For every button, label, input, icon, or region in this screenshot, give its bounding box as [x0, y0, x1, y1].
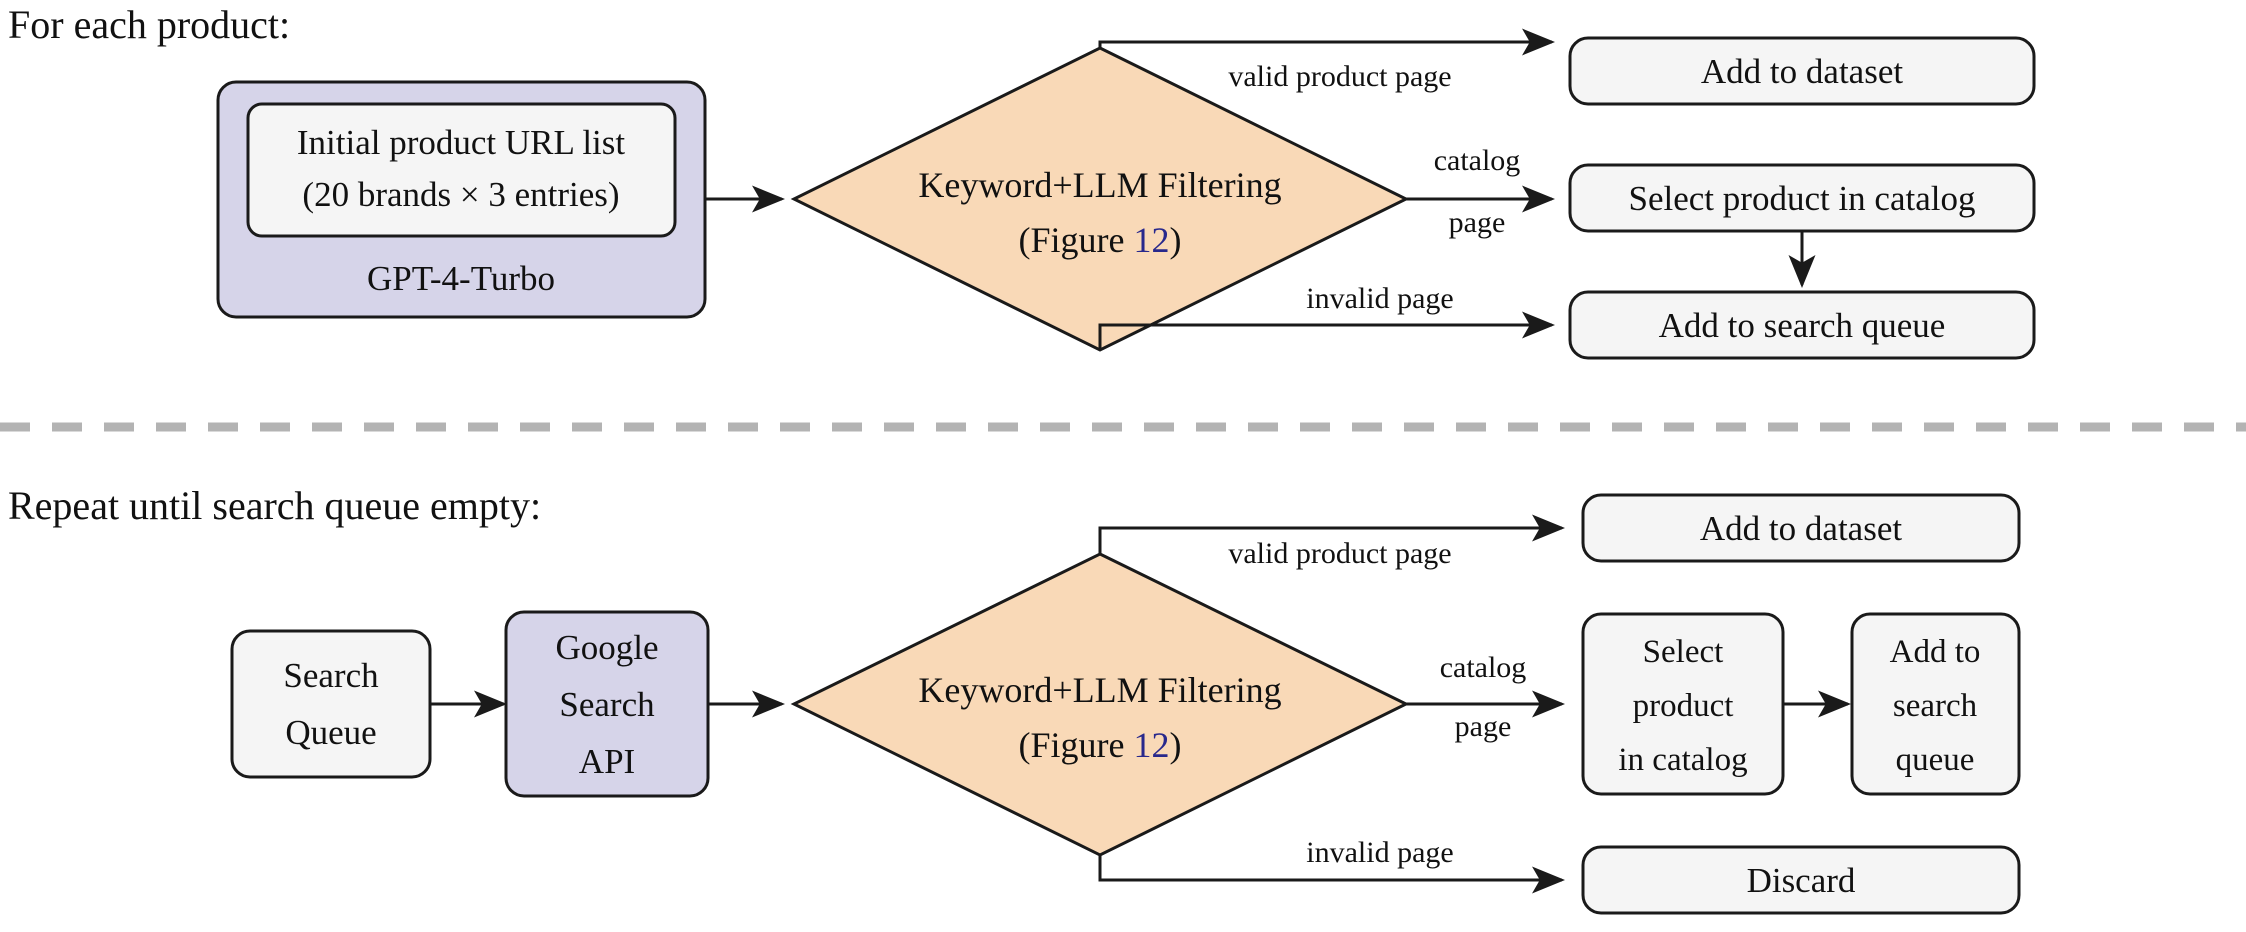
search-queue-line1: Search	[283, 656, 379, 695]
edge-invalid-top	[1098, 311, 1555, 350]
node-discard[interactable]	[1581, 845, 2021, 915]
edge-valid-top	[1098, 28, 1555, 56]
filter-top-line2: (Figure 12)	[1019, 220, 1182, 260]
section-title-bottom: Repeat until search queue empty:	[8, 483, 541, 528]
figure-reference-link-bottom[interactable]: 12	[1133, 725, 1169, 765]
filter-top-line1: Keyword+LLM Filtering	[918, 165, 1281, 205]
discard-label: Discard	[1747, 861, 1856, 900]
node-add-to-dataset-top[interactable]	[1568, 36, 2036, 106]
node-add-to-search-queue-bottom[interactable]	[1850, 612, 2021, 796]
edge-label-invalid-bottom: invalid page	[1306, 836, 1453, 869]
edge-label-invalid-top: invalid page	[1306, 282, 1453, 315]
requeue-bottom-line3: queue	[1896, 742, 1975, 778]
edge-label-valid-bottom: valid product page	[1228, 537, 1451, 570]
node-add-to-dataset-bottom[interactable]	[1581, 493, 2021, 563]
add-to-search-queue-top-label: Add to search queue	[1659, 306, 1946, 345]
edge-label-catalog-top-line2: page	[1449, 206, 1506, 239]
select-product-bottom-line2: product	[1633, 688, 1734, 724]
search-queue-line2: Queue	[285, 713, 376, 752]
edge-valid-bottom	[1098, 514, 1565, 554]
filter-bottom-line2: (Figure 12)	[1019, 725, 1182, 765]
select-product-catalog-top-label: Select product in catalog	[1629, 179, 1976, 218]
edge-invalid-bottom	[1098, 855, 1565, 894]
google-search-api-line1: Google	[555, 628, 658, 667]
requeue-bottom-line2: search	[1893, 688, 1978, 724]
edge-label-valid-top: valid product page	[1228, 60, 1451, 93]
section-title-top: For each product:	[8, 2, 290, 47]
initial-url-list-line2: (20 brands × 3 entries)	[302, 175, 619, 214]
filter-bottom-line1: Keyword+LLM Filtering	[918, 670, 1281, 710]
google-search-api-line2: Search	[559, 685, 655, 724]
requeue-bottom-line1: Add to	[1890, 634, 1981, 670]
edge-label-catalog-top-line1: catalog	[1434, 144, 1521, 177]
node-search-queue[interactable]	[230, 629, 432, 779]
edge-label-catalog-bottom-line1: catalog	[1440, 651, 1527, 684]
select-product-bottom-line1: Select	[1643, 634, 1724, 670]
filter-bottom-figure-suffix: )	[1169, 725, 1181, 765]
select-product-bottom-line3: in catalog	[1618, 742, 1747, 778]
filter-top-figure-suffix: )	[1169, 220, 1181, 260]
node-add-to-search-queue-top[interactable]	[1568, 290, 2036, 360]
figure-reference-link-top[interactable]: 12	[1133, 220, 1169, 260]
filter-bottom-figure-prefix: (Figure	[1019, 725, 1134, 765]
filter-top-figure-prefix: (Figure	[1019, 220, 1134, 260]
initial-url-list-line1: Initial product URL list	[297, 123, 626, 162]
add-to-dataset-top-label: Add to dataset	[1701, 52, 1903, 91]
node-initial-url-list[interactable]	[246, 102, 677, 238]
edge-label-catalog-bottom-line2: page	[1455, 710, 1512, 743]
gpt4-turbo-label: GPT-4-Turbo	[367, 259, 555, 298]
google-search-api-line3: API	[579, 742, 635, 781]
add-to-dataset-bottom-label: Add to dataset	[1700, 509, 1902, 548]
